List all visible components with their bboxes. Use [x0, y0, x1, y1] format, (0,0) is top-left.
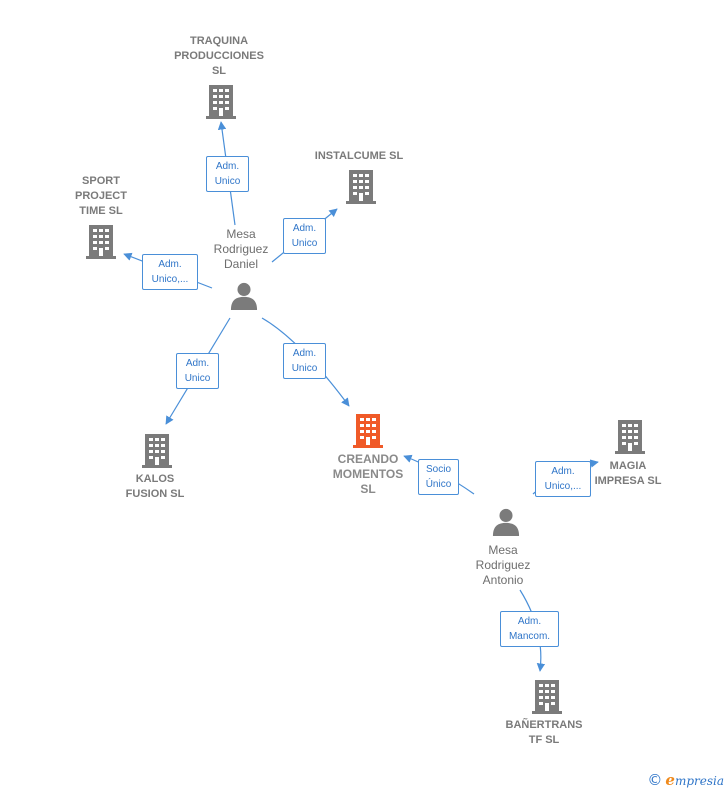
building-icon[interactable]: [532, 680, 562, 714]
building-icon[interactable]: [615, 420, 645, 454]
person-icon[interactable]: [230, 282, 258, 310]
main-building-icon[interactable]: [353, 414, 383, 448]
company-label-sport[interactable]: SPORT PROJECT TIME SL: [75, 175, 127, 217]
company-label-traquina[interactable]: TRAQUINA PRODUCCIONES SL: [174, 35, 264, 77]
company-label-kalos[interactable]: KALOS FUSION SL: [125, 473, 185, 500]
person-icon[interactable]: [492, 508, 520, 536]
role-box-kalos[interactable]: Adm. Unico: [176, 353, 219, 389]
role-box-magia[interactable]: Adm. Unico,...: [535, 461, 591, 497]
building-icon[interactable]: [206, 85, 236, 119]
person-label-daniel[interactable]: Mesa Rodriguez Daniel: [213, 227, 269, 271]
brand-initial: e: [665, 771, 675, 789]
company-label-instalcume[interactable]: INSTALCUME SL: [314, 150, 404, 162]
brand-name: mpresia: [674, 774, 724, 788]
role-box-creando-antonio[interactable]: Socio Único: [418, 459, 459, 495]
company-label-magia[interactable]: MAGIA IMPRESA SL: [594, 460, 662, 487]
company-label-banertrans[interactable]: BAÑERTRANS TF SL: [505, 719, 583, 746]
copyright-icon: ©: [647, 771, 663, 789]
role-box-creando-daniel[interactable]: Adm. Unico: [283, 343, 326, 379]
role-box-traquina[interactable]: Adm. Unico: [206, 156, 249, 192]
role-box-sport[interactable]: Adm. Unico,...: [142, 254, 198, 290]
building-icon[interactable]: [142, 434, 172, 468]
role-box-banertrans[interactable]: Adm. Mancom.: [500, 611, 559, 647]
brand-footer[interactable]: ©empresia: [647, 771, 724, 789]
building-icon[interactable]: [86, 225, 116, 259]
role-box-instalcume[interactable]: Adm. Unico: [283, 218, 326, 254]
person-label-antonio[interactable]: Mesa Rodriguez Antonio: [475, 543, 531, 587]
company-label-creando[interactable]: CREANDO MOMENTOS SL: [332, 452, 404, 496]
building-icon[interactable]: [346, 170, 376, 204]
